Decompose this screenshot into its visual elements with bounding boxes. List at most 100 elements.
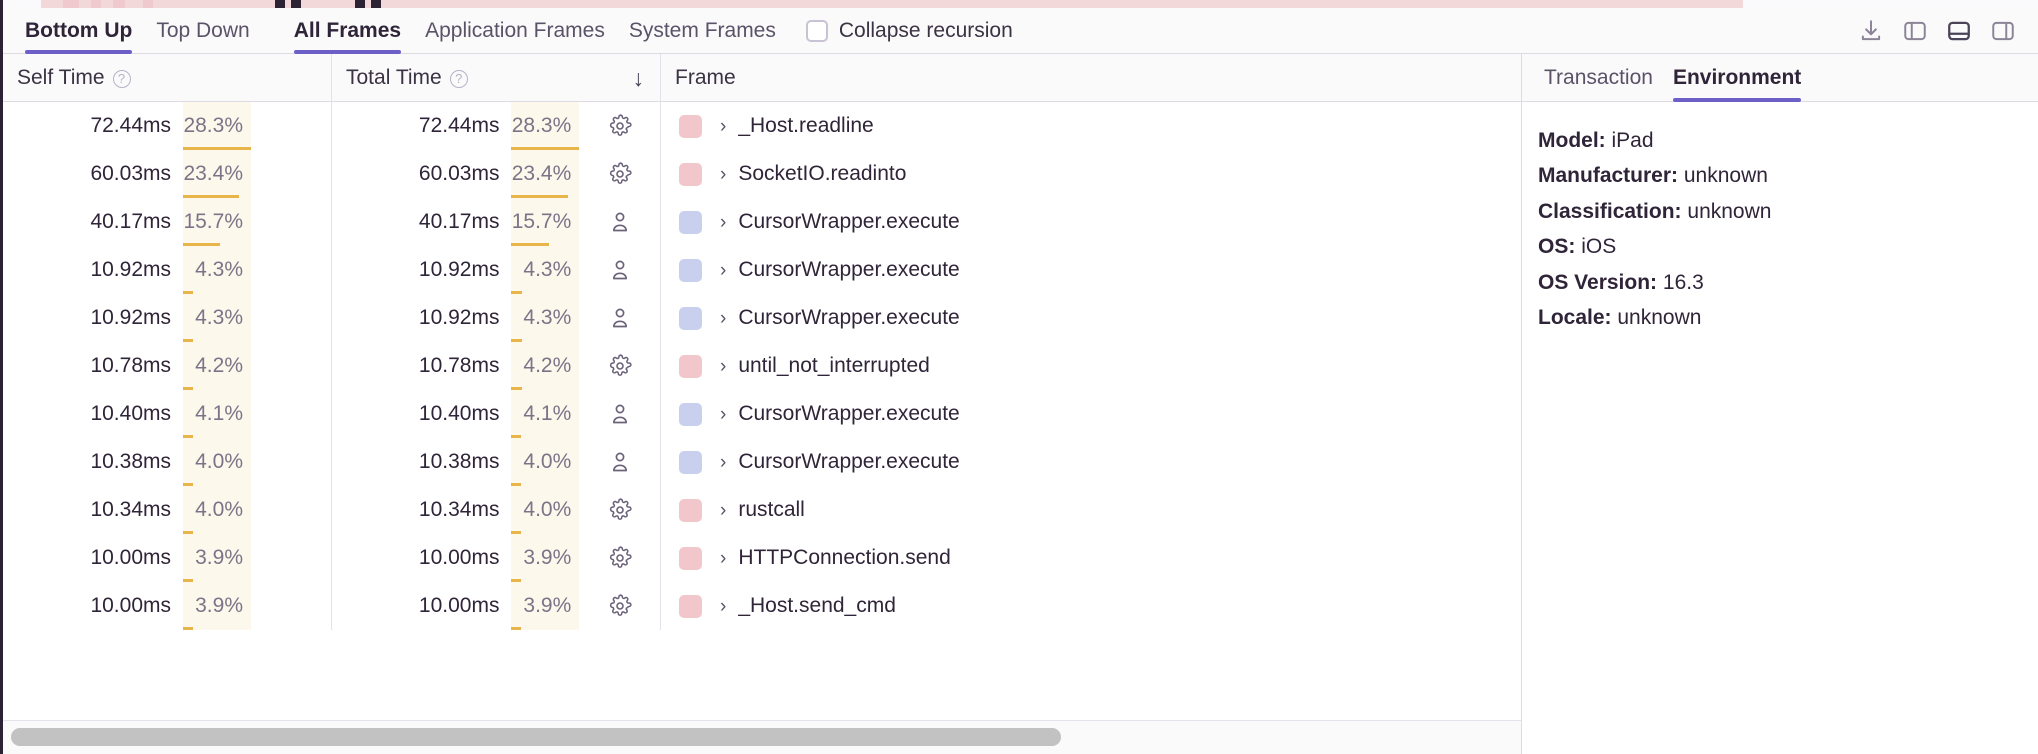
layout-left-panel-icon[interactable] <box>1898 14 1932 48</box>
system-frame-gear-icon[interactable] <box>579 582 660 630</box>
total-time-percent: 3.9% <box>511 582 580 630</box>
download-icon[interactable] <box>1854 14 1888 48</box>
help-icon[interactable]: ? <box>112 69 131 88</box>
column-header-self-time[interactable]: Self Time ? <box>3 54 332 102</box>
application-frame-person-icon[interactable] <box>579 246 660 294</box>
environment-key: OS Version: <box>1538 270 1658 294</box>
tab-environment[interactable]: Environment <box>1663 54 1811 102</box>
application-frame-person-icon[interactable] <box>579 390 660 438</box>
frame-name: until_not_interrupted <box>738 354 930 377</box>
frame-cell: ›SocketIO.readinto <box>661 150 1521 198</box>
expand-chevron-right-icon[interactable]: › <box>720 259 727 281</box>
sort-descending-icon[interactable]: ↓ <box>632 64 645 91</box>
environment-value: unknown <box>1683 164 1768 188</box>
layout-bottom-panel-icon[interactable] <box>1942 14 1976 48</box>
self-time-value: 10.40ms <box>90 402 171 425</box>
self-time-percent-bar <box>183 195 240 198</box>
system-frame-gear-icon[interactable] <box>579 342 660 390</box>
expand-chevron-right-icon[interactable]: › <box>720 211 727 233</box>
expand-chevron-right-icon[interactable]: › <box>720 163 727 185</box>
total-time-percent: 15.7% <box>511 198 580 246</box>
self-time-percent-bar <box>183 339 194 342</box>
self-time-percent-bar <box>183 147 251 150</box>
total-time-percent-bar <box>511 339 522 342</box>
expand-chevron-right-icon[interactable]: › <box>720 595 727 617</box>
frame-color-swatch <box>679 162 702 186</box>
expand-chevron-right-icon[interactable]: › <box>720 451 727 473</box>
system-frame-gear-icon[interactable] <box>579 102 660 150</box>
expand-chevron-right-icon[interactable]: › <box>720 115 727 137</box>
collapse-recursion-checkbox[interactable] <box>805 19 828 42</box>
environment-key: OS: <box>1538 235 1576 259</box>
horizontal-scrollbar-thumb[interactable] <box>11 728 1061 746</box>
frame-color-swatch <box>679 114 702 138</box>
frame-cell: › until_not_interrupted <box>661 342 1521 390</box>
expand-chevron-right-icon[interactable]: › <box>720 547 727 569</box>
total-time-percent: 4.3% <box>511 246 580 294</box>
expand-chevron-right-icon[interactable]: › <box>720 499 727 521</box>
frame-cell: ›CursorWrapper.execute <box>661 294 1521 342</box>
application-frame-person-icon[interactable] <box>579 438 660 486</box>
frame-color-swatch <box>679 594 702 618</box>
collapse-recursion-toggle[interactable]: Collapse recursion <box>805 19 1013 43</box>
tab-transaction[interactable]: Transaction <box>1534 54 1663 102</box>
self-time-percent: 28.3% <box>183 102 251 150</box>
tab-application-frames[interactable]: Application Frames <box>413 8 617 54</box>
system-frame-gear-icon[interactable] <box>579 486 660 534</box>
frame-color-swatch <box>679 210 702 234</box>
column-header-frame[interactable]: Frame <box>661 54 1521 102</box>
total-time-percent-bar <box>511 195 568 198</box>
total-time-percent-bar <box>511 387 522 390</box>
main-split: Self Time ? Total Time ? ↓ Frame 72.44ms… <box>3 54 2038 754</box>
total-time-value: 10.00ms <box>418 546 500 569</box>
self-time-value: 10.00ms <box>90 546 171 569</box>
tab-all-frames[interactable]: All Frames <box>282 8 413 54</box>
total-time-value: 10.92ms <box>418 306 500 329</box>
tab-system-frames[interactable]: System Frames <box>617 8 788 54</box>
help-icon[interactable]: ? <box>449 69 468 88</box>
environment-row: OS Version: 16.3 <box>1538 268 2038 298</box>
self-time-percent: 4.3% <box>183 246 251 294</box>
frame-color-swatch <box>679 498 702 522</box>
self-time-value: 10.00ms <box>90 594 171 617</box>
system-frame-gear-icon[interactable] <box>579 150 660 198</box>
self-time-percent: 4.1% <box>183 390 251 438</box>
expand-chevron-right-icon[interactable]: › <box>720 355 727 377</box>
total-time-percent-bar <box>511 147 580 150</box>
frame-name: CursorWrapper.execute <box>738 450 960 473</box>
tab-application-frames-label: Application Frames <box>425 18 605 42</box>
total-time-percent-bar <box>511 579 521 582</box>
tab-top-down[interactable]: Top Down <box>144 8 261 54</box>
view-toolbar: Bottom Up Top Down All Frames Applicatio… <box>3 8 2038 54</box>
self-time-value: 10.78ms <box>90 354 171 377</box>
frame-name: CursorWrapper.execute <box>738 402 960 425</box>
self-time-cell-group: 10.92ms 4.3% <box>3 246 332 294</box>
horizontal-scrollbar[interactable] <box>3 720 1521 754</box>
tab-bottom-up[interactable]: Bottom Up <box>13 8 144 54</box>
column-header-total-time[interactable]: Total Time ? ↓ <box>332 54 661 102</box>
application-frame-person-icon[interactable] <box>579 294 660 342</box>
expand-chevron-right-icon[interactable]: › <box>720 307 727 329</box>
application-frame-person-icon[interactable] <box>579 198 660 246</box>
system-frame-gear-icon[interactable] <box>579 534 660 582</box>
total-time-value: 10.00ms <box>418 594 500 617</box>
total-time-cell-group: 10.00ms 3.9% <box>332 582 661 630</box>
self-time-value: 10.92ms <box>90 258 171 281</box>
total-time-value: 10.34ms <box>418 498 500 521</box>
expand-chevron-right-icon[interactable]: › <box>720 403 727 425</box>
total-time-percent-bar <box>511 291 522 294</box>
layout-right-panel-icon[interactable] <box>1986 14 2020 48</box>
